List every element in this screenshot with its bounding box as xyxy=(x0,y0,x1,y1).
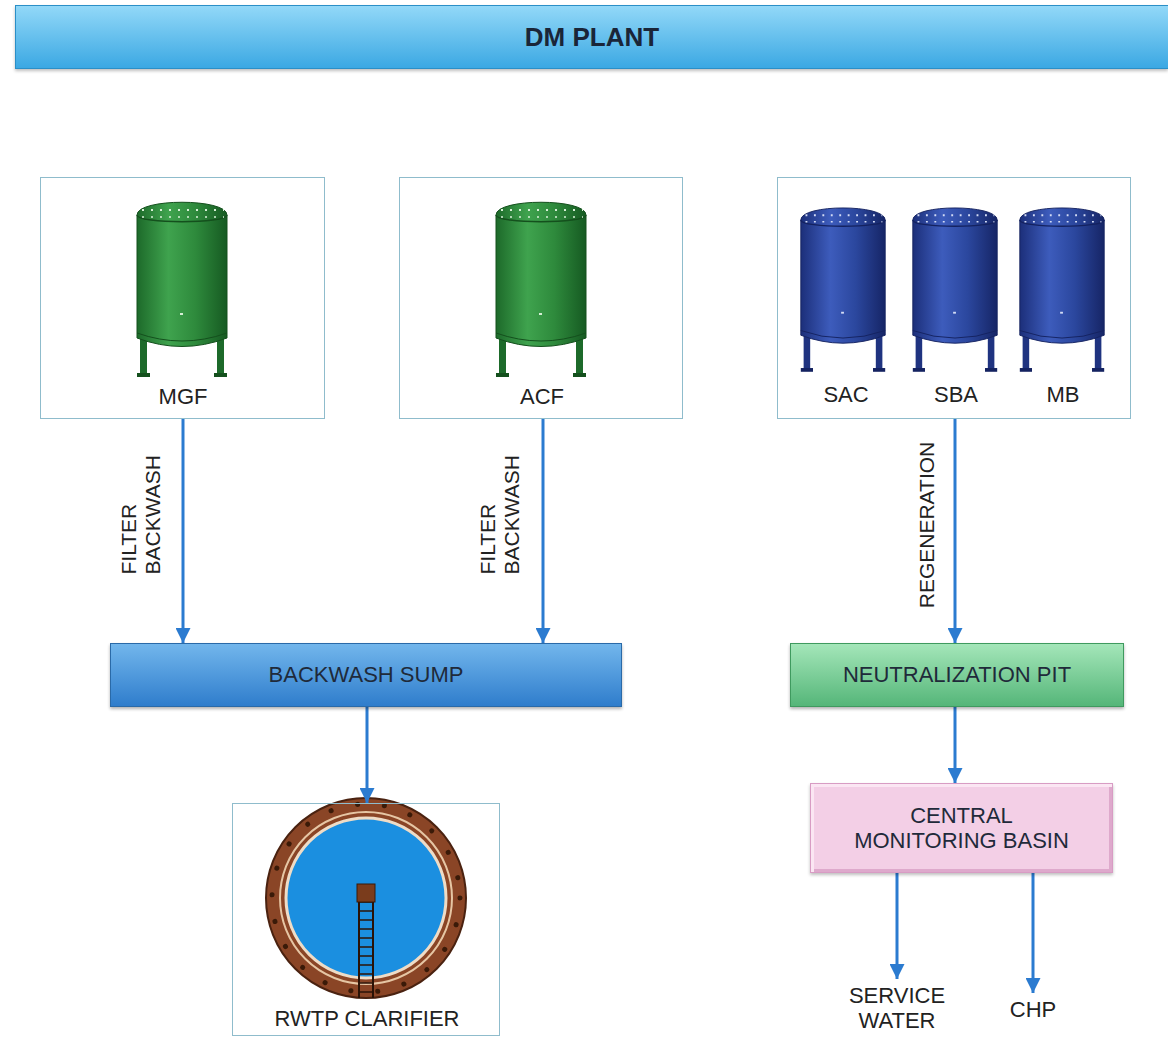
mb-tank xyxy=(1020,208,1104,372)
outflow-arrow xyxy=(896,873,899,979)
flow-arrow xyxy=(954,707,957,783)
node-label: RWTP CLARIFIER xyxy=(275,1006,460,1031)
process-box: NEUTRALIZATION PIT xyxy=(790,643,1124,707)
sac-tank xyxy=(801,208,885,372)
node-label: CENTRAL MONITORING BASIN xyxy=(842,803,1082,854)
title-text: DM PLANT xyxy=(525,22,659,53)
mgf-tank xyxy=(137,202,227,377)
equipment-panel: RWTP CLARIFIER xyxy=(232,803,500,1036)
equipment-panel: SAC SBA MB xyxy=(777,177,1131,419)
outflow-arrow xyxy=(1032,873,1035,993)
node-label: MGF xyxy=(159,384,208,409)
sba-tank xyxy=(913,208,997,372)
title-band: DM PLANT xyxy=(15,5,1168,69)
edge-label: FILTER BACKWASH xyxy=(476,448,524,577)
flow-arrow xyxy=(542,419,545,643)
node-label: NEUTRALIZATION PIT xyxy=(843,662,1071,687)
outlet-label: CHP xyxy=(1010,997,1056,1022)
flow-arrow xyxy=(954,419,957,643)
node-label: SAC xyxy=(823,382,868,407)
edge-label: FILTER BACKWASH xyxy=(117,448,165,577)
outlet-label: SERVICE WATER xyxy=(827,983,967,1034)
node-label: BACKWASH SUMP xyxy=(269,662,464,687)
equipment-panel: ACF xyxy=(399,177,683,419)
process-box: BACKWASH SUMP xyxy=(110,643,622,707)
node-label: MB xyxy=(1047,382,1080,407)
node-label: SBA xyxy=(934,382,978,407)
clarifier-drawing xyxy=(266,798,466,998)
process-box: CENTRAL MONITORING BASIN xyxy=(810,783,1113,873)
node-label: ACF xyxy=(520,384,564,409)
acf-tank xyxy=(496,202,586,377)
flow-arrow xyxy=(182,419,185,643)
equipment-panel: MGF xyxy=(40,177,325,419)
flow-arrow xyxy=(366,707,369,803)
edge-label: REGENERATION xyxy=(915,440,939,610)
